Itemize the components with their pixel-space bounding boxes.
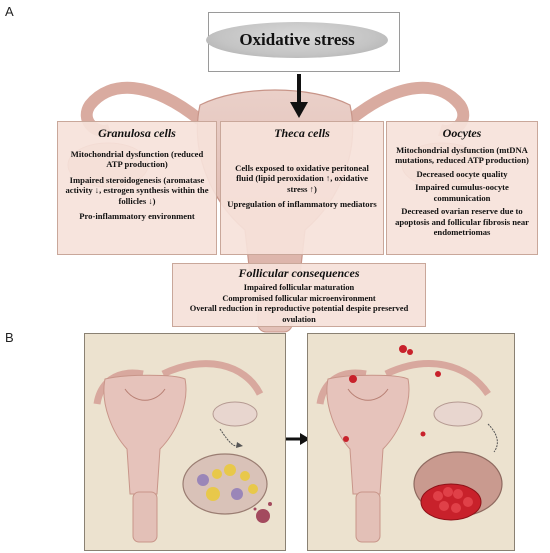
oocytes-item-2: Decreased oocyte quality	[416, 168, 508, 179]
lesion	[399, 345, 407, 353]
theca-item-2: Upregulation of inflammatory mediators	[227, 199, 377, 210]
consequence-item-3: Overall reduction in reproductive potent…	[189, 304, 409, 324]
granulosa-item-3: Pro-inflammatory environment	[79, 211, 195, 222]
theca-cells-box: Theca cells Cells exposed to oxidative p…	[220, 121, 384, 255]
healthy-ovary-panel	[84, 333, 286, 551]
granulosa-cells-box: Granulosa cells Mitochondrial dysfunctio…	[57, 121, 217, 255]
consequence-item-2: Compromised follicular microenvironment	[222, 293, 376, 303]
granulosa-item-2: Impaired steroidogenesis (aromatase acti…	[65, 174, 209, 206]
healthy-uterus-illustration	[93, 360, 272, 543]
endometriosis-uterus-illustration	[316, 345, 503, 543]
theca-item-1: Cells exposed to oxidative peritoneal fl…	[235, 162, 369, 194]
panel-a-label: A	[5, 4, 14, 19]
panel-b-label: B	[5, 330, 14, 345]
oocytes-heading: Oocytes	[442, 126, 482, 140]
oocytes-item-1: Mitochondrial dysfunction (mtDNA mutatio…	[395, 144, 529, 166]
granulosa-item-1: Mitochondrial dysfunction (reduced ATP p…	[70, 148, 204, 170]
follicular-consequences-box: Follicular consequences Impaired follicu…	[172, 263, 426, 327]
right-arrow-icon	[286, 433, 310, 445]
follicular-consequences-heading: Follicular consequences	[238, 266, 360, 280]
oxidative-stress-title: Oxidative stress	[206, 22, 388, 58]
ovary-cross-section	[182, 453, 268, 515]
endometriosis-ovary-panel	[307, 333, 515, 551]
oocytes-item-4: Decreased ovarian reserve due to apoptos…	[395, 206, 529, 238]
oocytes-box: Oocytes Mitochondrial dysfunction (mtDNA…	[386, 121, 538, 255]
granulosa-cells-heading: Granulosa cells	[98, 126, 176, 140]
oocytes-item-3: Impaired cumulus-oocyte communication	[415, 182, 509, 203]
consequence-item-1: Impaired follicular maturation	[243, 283, 355, 292]
theca-cells-heading: Theca cells	[274, 126, 330, 140]
down-arrow-icon	[290, 74, 308, 118]
